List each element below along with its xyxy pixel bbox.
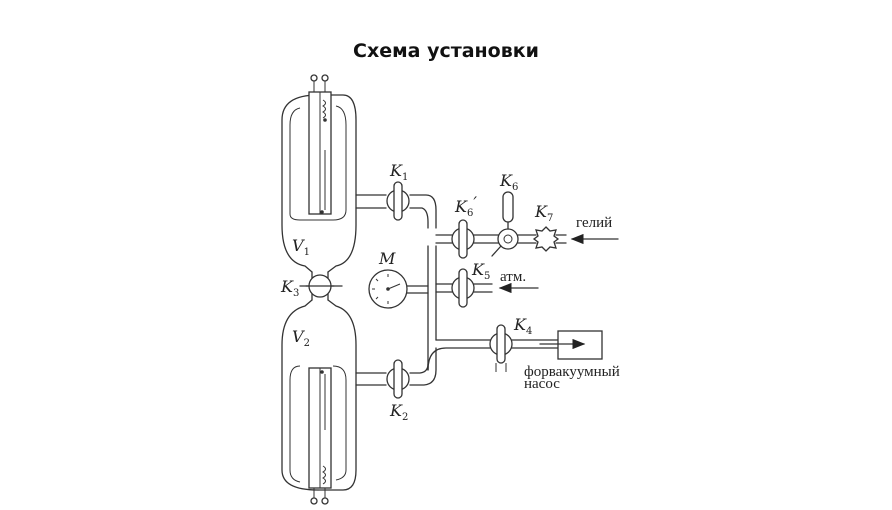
label-k4: K4: [513, 315, 532, 337]
label-v1: V1: [292, 236, 310, 258]
stopcock-k4: [489, 324, 513, 372]
label-helium: гелий: [576, 215, 612, 231]
stopcock-k3: [299, 271, 343, 301]
label-k1: K1: [389, 161, 408, 183]
forevacuum-pump: [557, 330, 603, 360]
label-k2: K2: [389, 401, 408, 423]
label-k3: K3: [280, 277, 299, 299]
stopcock-k1: [386, 181, 410, 221]
label-k5: K5: [471, 260, 490, 282]
label-k6: K6: [499, 171, 518, 193]
label-atm: атм.: [500, 269, 526, 285]
valve-k6: [491, 191, 519, 257]
label-k7: K7: [534, 202, 553, 224]
label-pump-line1: форвакуумный: [524, 364, 620, 380]
stopcock-k5: [451, 268, 475, 308]
vessel-v2: [281, 299, 357, 505]
stopcock-k2: [386, 359, 410, 399]
label-pump-line2: насос: [524, 376, 560, 392]
valve-k7: [532, 226, 560, 252]
tubing: [355, 194, 567, 386]
manometer: [368, 269, 408, 309]
vessel-v1: [281, 74, 357, 273]
label-m: M: [378, 249, 396, 268]
label-k6-prime: K6′: [454, 193, 477, 219]
stopcock-k6-prime: [451, 219, 475, 259]
diagram-title: Схема установки: [353, 40, 539, 62]
label-v2: V2: [292, 327, 310, 349]
